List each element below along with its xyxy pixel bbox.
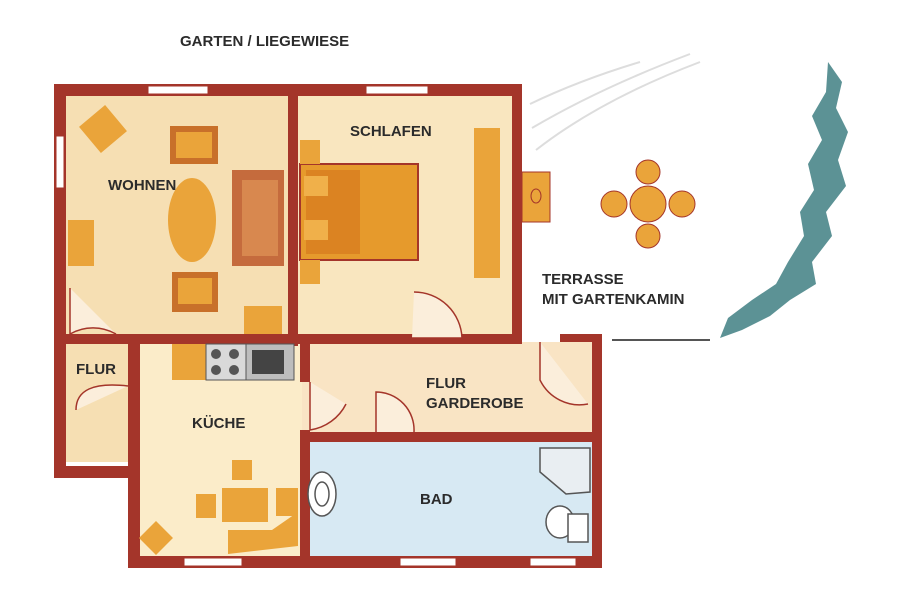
label-bad: BAD [420,491,453,508]
furniture-kueche [139,343,298,555]
walls [54,84,602,568]
door-swings [69,288,589,433]
label-flur-1: FLUR [426,375,466,392]
label-flur-small: FLUR [76,361,116,378]
bath-fixtures [307,447,591,543]
label-flur-2: GARDEROBE [426,395,524,412]
label-kueche: KÜCHE [192,415,245,432]
hedge-shape [720,62,848,338]
hedge-hatch [529,53,701,151]
windows [55,85,577,567]
floor-flur-small [66,342,130,462]
furniture-schlafen [299,128,551,284]
label-wohnen: WOHNEN [108,177,176,194]
furniture-wohnen [68,105,284,334]
label-terrasse-1: TERRASSE [542,271,624,288]
label-garten: GARTEN / LIEGEWIESE [180,33,349,50]
label-terrasse-2: MIT GARTENKAMIN [542,291,685,308]
terrace-table [600,159,696,249]
label-schlafen: SCHLAFEN [350,123,432,140]
